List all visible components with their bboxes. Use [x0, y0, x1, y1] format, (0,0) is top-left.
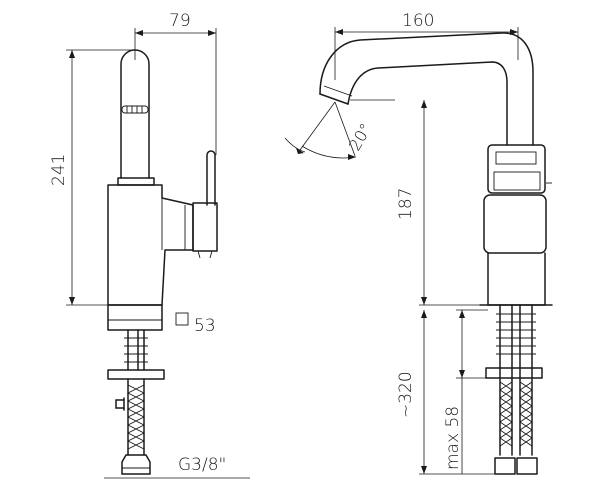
dim-hose-length: ~320 [396, 371, 416, 418]
front-body [107, 184, 194, 306]
side-spout-inner [347, 61, 508, 146]
dim-square-size: 53 [194, 316, 216, 336]
front-view-dimensions: 79 241 53 G3/8" [49, 11, 250, 479]
dim-reach: 160 [402, 11, 434, 31]
side-spout-outer [319, 32, 534, 146]
side-body-upper [487, 144, 546, 194]
thread-size-label: G3/8" [178, 455, 226, 475]
square-symbol [175, 312, 189, 326]
front-cartridge-cap [192, 202, 218, 252]
side-view [319, 32, 553, 475]
front-spout-tube [120, 49, 150, 179]
front-base-plate [107, 304, 163, 331]
dim-swivel-angle: 20° [345, 120, 376, 154]
front-view [107, 49, 218, 475]
side-fixing-nut [485, 367, 543, 379]
side-body-lower [487, 252, 546, 306]
front-aerator [121, 105, 149, 114]
front-collar [117, 177, 155, 186]
side-view-dimensions: 160 20° 187 ~320 max 58 [284, 11, 519, 475]
dim-width-top: 79 [169, 11, 191, 31]
front-fixing-nut [107, 369, 165, 380]
side-hose-end-nut-1 [494, 457, 516, 475]
front-lever-handle [206, 150, 216, 206]
front-hose-end-nut [121, 454, 151, 475]
dim-max-thickness: max 58 [443, 406, 463, 470]
side-lever [483, 194, 547, 254]
dim-spout-height: 187 [396, 188, 416, 220]
side-hose-end-nut-2 [516, 457, 538, 475]
dim-total-height: 241 [49, 154, 69, 186]
